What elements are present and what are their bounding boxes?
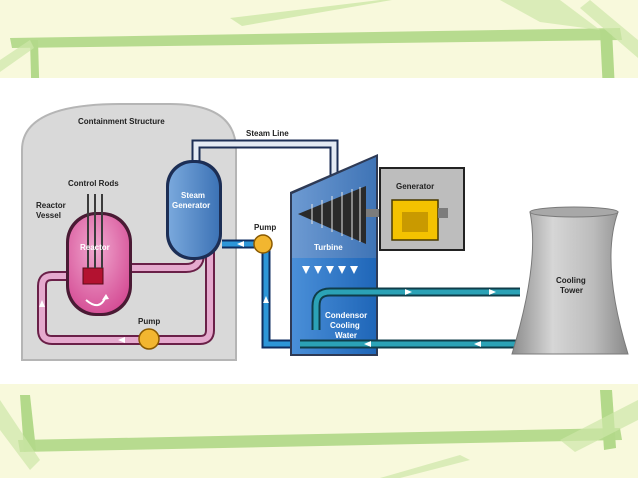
cooling-tower-icon [511, 206, 629, 355]
pump-icon [253, 234, 273, 254]
reactor-vessel-label-2: Vessel [36, 211, 61, 220]
containment-label: Containment Structure [78, 117, 165, 126]
turbine-label: Turbine [314, 243, 343, 252]
turbine-icon [298, 186, 366, 244]
reactor-label: Reactor [80, 243, 110, 252]
control-rods [87, 194, 103, 268]
condensor-label-2: Cooling [330, 321, 360, 330]
reactor-vessel [66, 212, 132, 316]
steam-generator-label-2: Generator [172, 201, 210, 210]
flow-arrow-icon [263, 296, 269, 303]
control-rods-label: Control Rods [68, 179, 119, 188]
flow-arrow-icon [39, 300, 45, 307]
steam-generator-label-1: Steam [181, 191, 205, 200]
pump-icon [138, 328, 160, 350]
flow-arrow-icon [364, 289, 496, 347]
condensor-label-3: Water [335, 331, 357, 340]
flow-arrow-icon [237, 241, 244, 247]
cooling-water-loop [300, 287, 520, 349]
primary-pump-label: Pump [138, 317, 160, 326]
steam-line-label: Steam Line [246, 129, 289, 138]
flow-arrow-icon [118, 337, 125, 343]
steam-generator [166, 160, 222, 260]
reactor-vessel-label-1: Reactor [36, 201, 66, 210]
secondary-pump-label: Pump [254, 223, 276, 232]
flow-arrow-icon [302, 266, 358, 274]
generator-icon [391, 199, 448, 241]
generator-label: Generator [396, 182, 434, 191]
cooling-tower-label-2: Tower [560, 286, 583, 295]
condensor-label-1: Condensor [325, 311, 367, 320]
cooling-tower-label-1: Cooling [556, 276, 586, 285]
